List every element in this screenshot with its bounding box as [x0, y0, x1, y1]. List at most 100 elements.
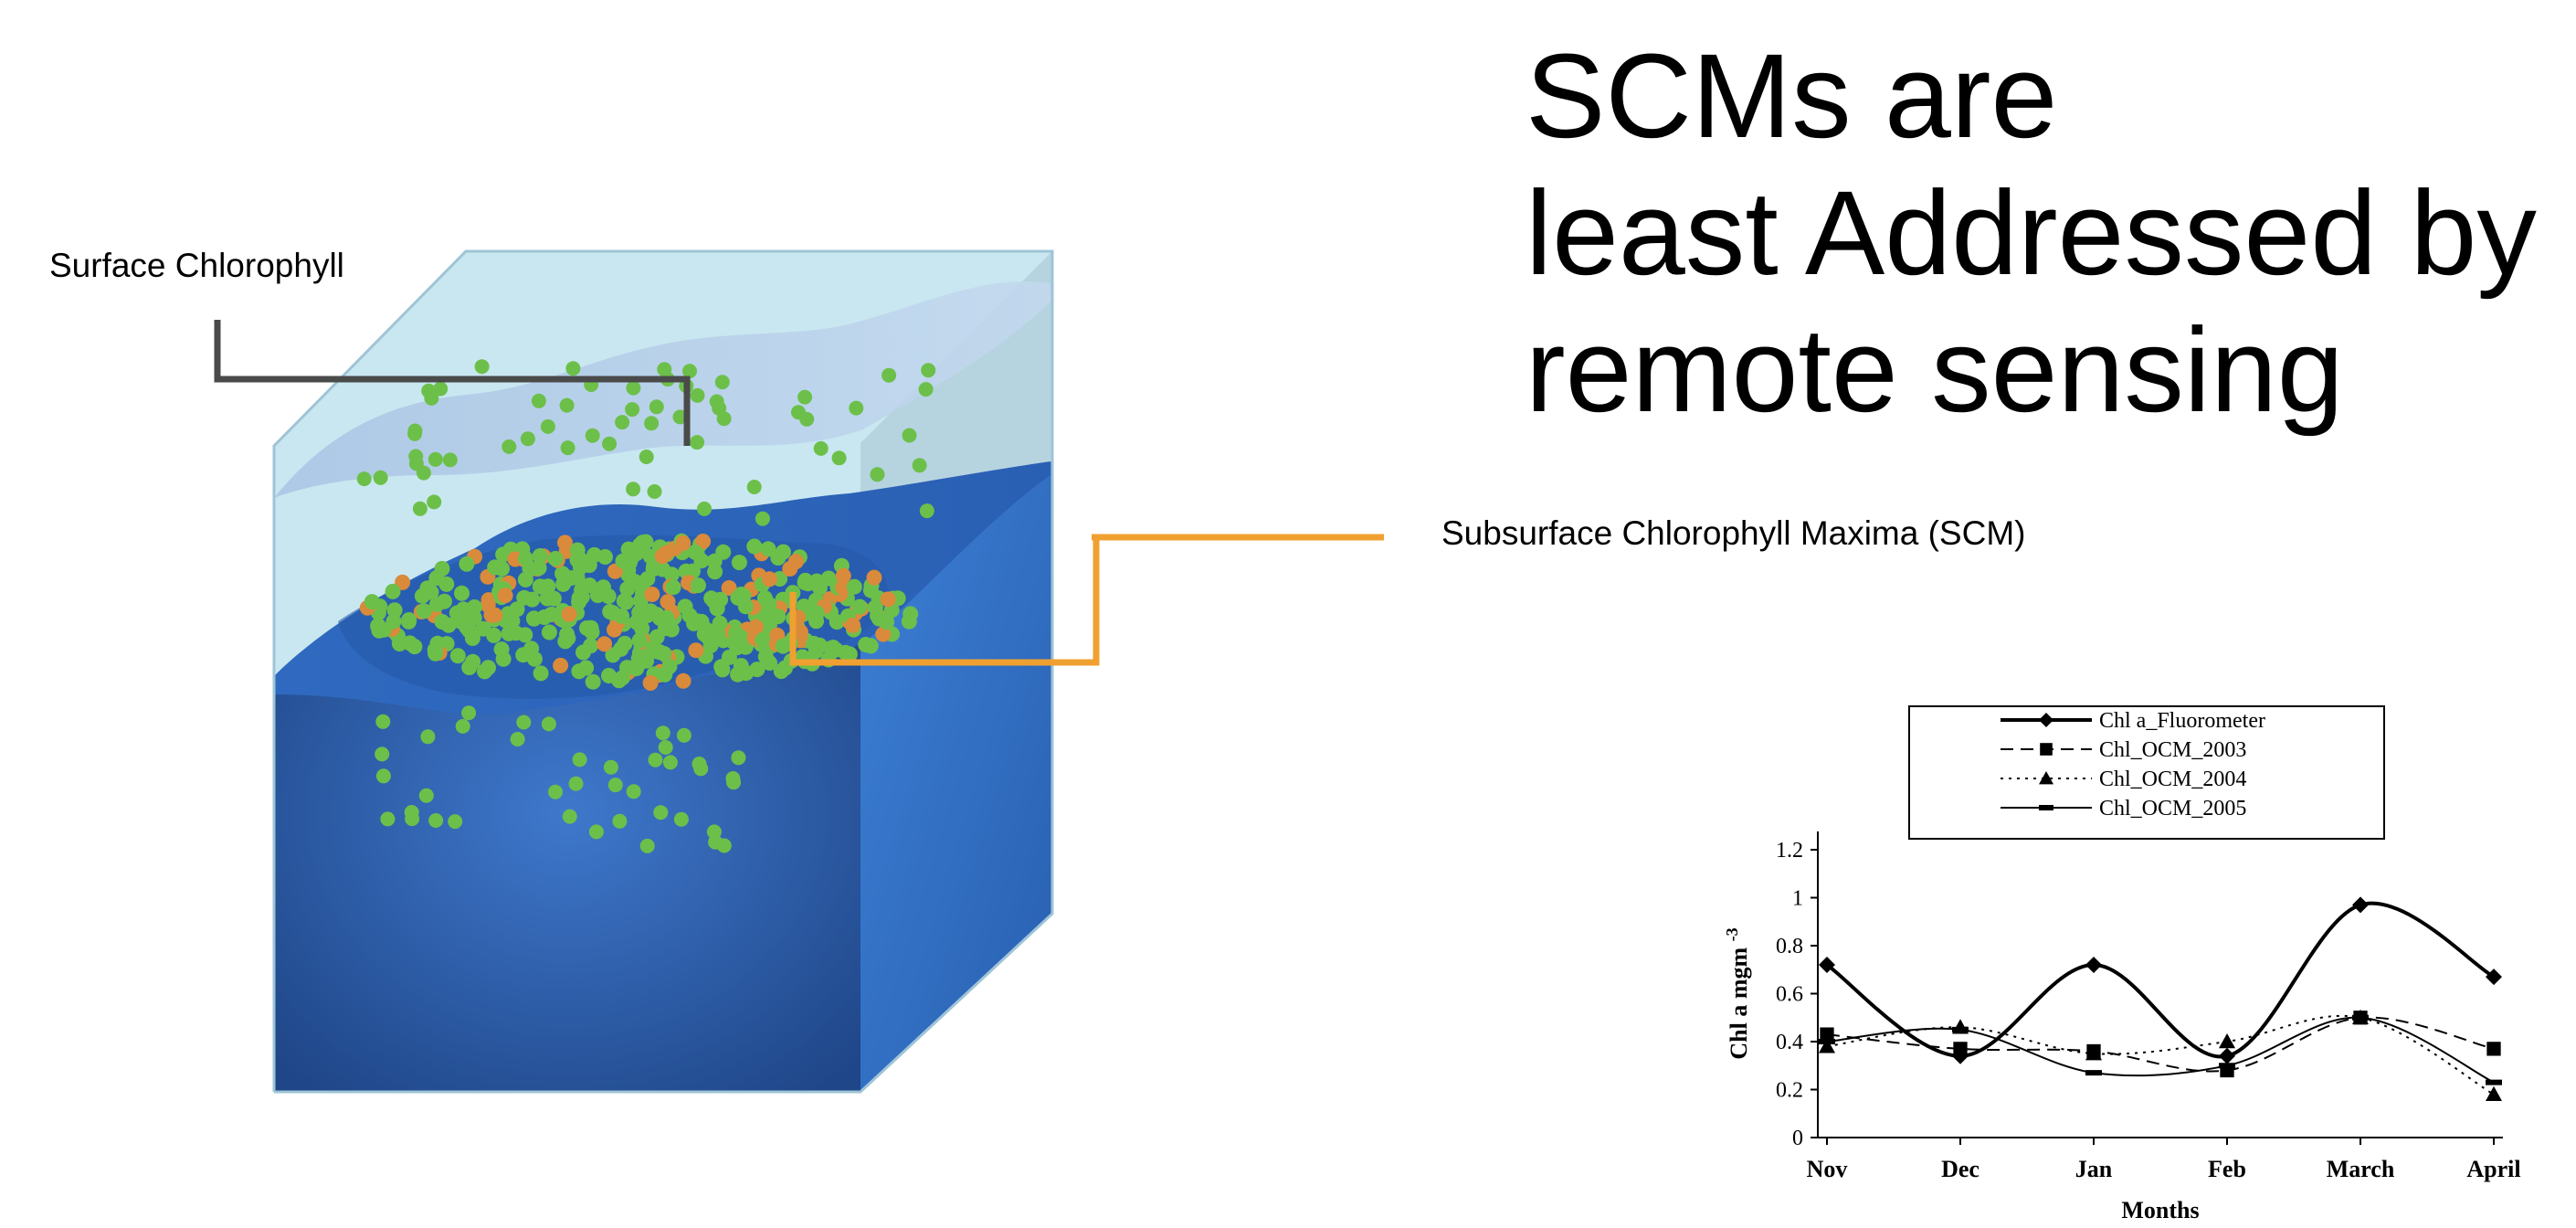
phytoplankton-cell: [690, 435, 705, 450]
diamond-marker: [1819, 957, 1835, 973]
phytoplankton-cell: [709, 394, 724, 409]
phytoplankton-cell: [808, 605, 825, 621]
phytoplankton-cell: [562, 809, 577, 824]
triangle-marker: [2039, 771, 2053, 785]
phytoplankton-cell: [391, 636, 407, 651]
phytoplankton-cell: [459, 556, 475, 572]
phytoplankton-cell: [777, 660, 793, 676]
phytoplankton-cell: [759, 653, 776, 670]
phytoplankton-cell: [509, 601, 525, 618]
phytoplankton-cell: [401, 612, 417, 628]
x-tick-label: March: [2327, 1156, 2395, 1182]
phytoplankton-cell: [539, 590, 555, 607]
phytoplankton-cell: [713, 659, 730, 675]
surface-chlorophyll-label: Surface Chlorophyll: [49, 247, 344, 284]
phytoplankton-cell: [673, 811, 689, 827]
phytoplankton-cell: [504, 613, 521, 630]
phytoplankton-cell: [602, 436, 618, 451]
phytoplankton-cell: [708, 834, 723, 850]
phytoplankton-cell: [835, 579, 851, 596]
phytoplankton-cell: [628, 614, 645, 630]
triangle-marker: [2219, 1033, 2235, 1049]
square-marker: [1820, 1027, 1834, 1042]
dash-marker: [2219, 1063, 2235, 1069]
phytoplankton-cell: [407, 426, 422, 441]
phytoplankton-cell: [373, 470, 388, 485]
triangle-marker: [2486, 1085, 2502, 1101]
phytoplankton-cell: [713, 591, 729, 608]
phytoplankton-cell: [501, 439, 517, 454]
phytoplankton-cell: [755, 511, 770, 526]
phytoplankton-cell: [700, 629, 716, 645]
phytoplankton-cell: [761, 571, 777, 588]
phytoplankton-cell: [625, 402, 640, 418]
phytoplankton-cell: [544, 607, 560, 622]
phytoplankton-cell: [532, 548, 548, 564]
phytoplankton-cell: [882, 367, 897, 383]
phytoplankton-cell: [557, 535, 573, 551]
phytoplankton-cell: [613, 640, 629, 657]
phytoplankton-cell: [414, 588, 430, 604]
phytoplankton-cell: [427, 494, 442, 510]
phytoplankton-cell: [581, 577, 597, 594]
y-tick-label: 0.8: [1776, 935, 1803, 958]
phytoplankton-cell: [516, 715, 532, 730]
phytoplankton-cell: [775, 638, 791, 654]
phytoplankton-cell: [597, 549, 613, 565]
triangle-marker: [2085, 1045, 2102, 1061]
square-marker: [1953, 1042, 1968, 1056]
phytoplankton-cell: [461, 660, 478, 675]
phytoplankton-cell: [572, 752, 587, 768]
y-tick-label: 0.6: [1776, 983, 1803, 1007]
phytoplankton-cell: [461, 705, 477, 721]
phytoplankton-cell: [644, 587, 660, 602]
phytoplankton-cell: [649, 399, 664, 415]
phytoplankton-cell: [695, 534, 712, 549]
phytoplankton-cell: [665, 579, 681, 596]
phytoplankton-cell: [405, 811, 420, 827]
phytoplankton-cell: [879, 614, 895, 630]
phytoplankton-cell: [792, 624, 808, 640]
phytoplankton-cell: [461, 622, 478, 639]
phytoplankton-cell: [644, 416, 660, 431]
phytoplankton-cell: [731, 750, 746, 766]
phytoplankton-cell: [918, 382, 934, 397]
phytoplankton-cell: [851, 598, 868, 615]
phytoplankton-cell: [448, 814, 463, 830]
series-line: [1826, 1016, 2495, 1073]
phytoplankton-cell: [575, 644, 591, 661]
phytoplankton-cell: [653, 805, 669, 820]
phytoplankton-cell: [902, 428, 917, 443]
phytoplankton-cell: [746, 538, 763, 555]
phytoplankton-cells: [356, 359, 936, 853]
phytoplankton-cell: [688, 642, 704, 659]
dash-marker: [2352, 1014, 2369, 1021]
y-tick-label: 0.2: [1776, 1079, 1803, 1103]
phytoplankton-cell: [612, 813, 628, 829]
surface-layer: [274, 281, 1050, 498]
phytoplankton-cell: [919, 503, 934, 519]
diamond-marker: [2219, 1047, 2235, 1064]
phytoplankton-cell: [726, 775, 742, 790]
phytoplankton-cell: [540, 418, 555, 434]
phytoplankton-cell: [661, 659, 678, 674]
phytoplankton-cell: [660, 594, 676, 610]
phytoplankton-cell: [560, 440, 575, 456]
phytoplankton-cell: [675, 672, 692, 689]
phytoplankton-cell: [494, 560, 510, 577]
phytoplankton-cell: [418, 788, 434, 803]
phytoplankton-cell: [663, 566, 680, 583]
phytoplankton-cell: [808, 643, 824, 659]
phytoplankton-cell: [867, 599, 883, 616]
legend-entry: Chl_OCM_2003: [2099, 738, 2246, 762]
phytoplankton-cell: [434, 614, 450, 630]
phytoplankton-cell: [375, 746, 390, 762]
phytoplankton-cell: [559, 397, 575, 413]
phytoplankton-cell: [510, 732, 525, 746]
phytoplankton-cell: [866, 569, 882, 586]
phytoplankton-cell: [658, 740, 673, 755]
series-chl-a-fluorometer: [1819, 896, 2502, 1064]
phytoplankton-cell: [616, 593, 632, 609]
phytoplankton-cell: [428, 451, 443, 467]
